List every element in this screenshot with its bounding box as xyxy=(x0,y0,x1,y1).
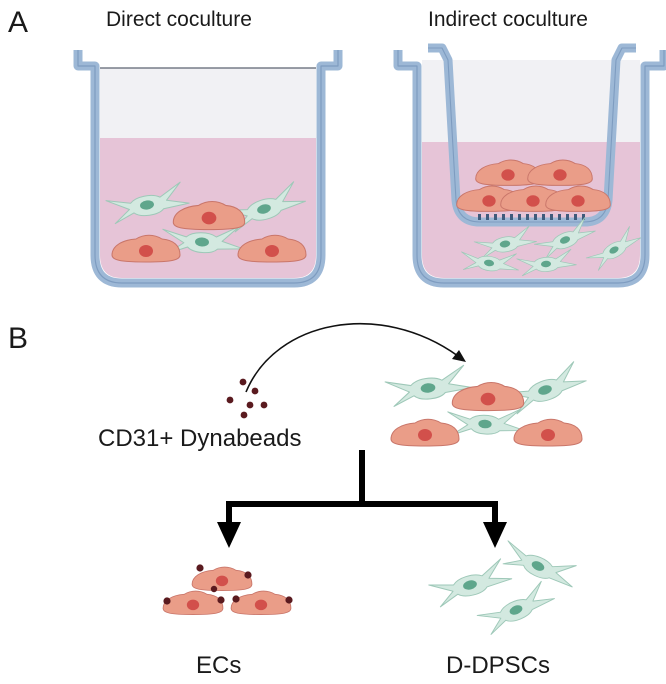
direct-coculture-title: Direct coculture xyxy=(106,8,252,31)
ec-cell xyxy=(162,590,224,615)
curved-arrow xyxy=(245,323,466,393)
transwell-membrane-pores xyxy=(478,214,585,220)
ec-cell xyxy=(513,418,583,447)
ecs-label: ECs xyxy=(196,652,242,679)
mixed-cell-population xyxy=(383,359,590,447)
ec-cells-with-beads xyxy=(162,564,293,615)
dynabeads-label: CD31+ Dynabeads xyxy=(98,425,302,452)
bound-beads xyxy=(163,564,293,605)
indirect-coculture-title: Indirect coculture xyxy=(428,8,588,31)
d-dpscs-label: D-DPSCs xyxy=(446,652,551,679)
right-arrowhead xyxy=(483,522,507,548)
dpsc-cell xyxy=(426,556,515,609)
panel-a-letter: A xyxy=(8,6,29,39)
dynabeads-cluster xyxy=(226,378,268,419)
panel-b-letter: B xyxy=(8,322,29,355)
ec-cell xyxy=(390,418,460,447)
left-arrowhead xyxy=(217,522,241,548)
d-dpsc-cells xyxy=(426,533,582,638)
ec-cell xyxy=(230,590,292,615)
separation-arrows xyxy=(226,450,498,526)
